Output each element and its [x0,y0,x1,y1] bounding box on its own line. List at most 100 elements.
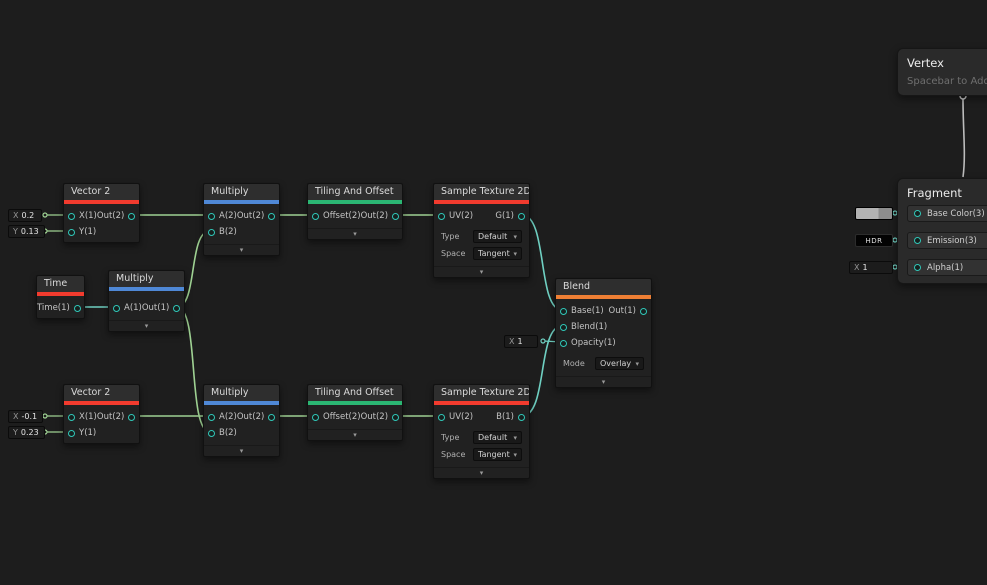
edge-vertex-to-fragment[interactable] [962,98,966,178]
node-vector2-bottom[interactable]: Vector 2 X(1) Out(2) Y(1) [63,384,140,444]
input-port[interactable] [208,413,215,421]
node-title[interactable]: Vector 2 [64,385,139,401]
type-dropdown[interactable]: Default ▾ [473,431,522,444]
port-label: Out(2) [236,412,265,422]
mode-dropdown[interactable]: Overlay ▾ [595,357,644,370]
type-dropdown[interactable]: Default ▾ [473,230,522,243]
collapse-chevron-icon[interactable]: ▾ [109,320,184,331]
node-title[interactable]: Multiply [204,385,279,401]
field-label: Y [13,428,18,437]
context-title: Vertex [907,56,944,70]
output-port[interactable] [268,212,276,220]
input-port[interactable] [438,413,445,421]
input-port[interactable] [914,237,921,244]
accent-bar [308,401,402,405]
port-row: Blend(1) [556,319,651,335]
output-port[interactable] [268,413,276,421]
node-tiling-offset-top[interactable]: Tiling And Offset Offset(2) Out(2) ▾ [307,183,403,240]
input-port[interactable] [68,228,75,236]
space-dropdown[interactable]: Tangent ▾ [473,247,522,260]
block-base-color[interactable]: Base Color(3) [907,205,987,222]
input-port[interactable] [560,307,567,315]
accent-bar [434,200,529,204]
vector-x-field[interactable]: X -0.1 [8,410,44,423]
control-row: Type Default ▾ [434,228,529,245]
output-port[interactable] [128,212,136,220]
vector-x-field[interactable]: X 0.2 [8,209,42,222]
collapse-chevron-icon[interactable]: ▾ [556,376,651,387]
port-row: Y(1) [64,425,139,441]
field-value: 1 [517,337,523,346]
output-port[interactable] [392,212,400,220]
input-port[interactable] [914,264,921,271]
base-color-swatch[interactable] [855,207,893,220]
node-multiply-bottom[interactable]: Multiply A(2) Out(2) B(2) ▾ [203,384,280,457]
port-label: A(2) [219,211,237,221]
port-label: B(1) [496,412,514,422]
field-value: 0.13 [20,227,39,236]
fragment-context[interactable]: Fragment Base Color(3) Emission(3) Alpha… [897,178,987,284]
blend-opacity-field[interactable]: X 1 [504,335,538,348]
node-title[interactable]: Sample Texture 2D [434,184,529,200]
input-port[interactable] [208,228,215,236]
node-time[interactable]: Time Time(1) [36,275,85,319]
node-title[interactable]: Sample Texture 2D [434,385,529,401]
node-title[interactable]: Blend [556,279,651,295]
input-port[interactable] [68,212,75,220]
block-emission[interactable]: Emission(3) [907,232,987,249]
input-port[interactable] [113,304,120,312]
node-title[interactable]: Multiply [109,271,184,287]
output-port[interactable] [128,413,136,421]
dropdown-arrow-icon: ▾ [513,232,517,241]
field-label: X [854,263,860,272]
node-title[interactable]: Tiling And Offset [308,184,402,200]
output-port[interactable] [173,304,181,312]
collapse-chevron-icon[interactable]: ▾ [434,467,529,478]
node-title[interactable]: Vector 2 [64,184,139,200]
output-port[interactable] [518,413,525,421]
input-port[interactable] [68,413,75,421]
vector-y-field[interactable]: Y 0.23 [8,426,45,439]
input-port[interactable] [208,429,215,437]
field-label: Y [13,227,18,236]
vector-y-field[interactable]: Y 0.13 [8,225,45,238]
output-port[interactable] [518,212,525,220]
input-port[interactable] [208,212,215,220]
output-port[interactable] [392,413,400,421]
node-tiling-offset-bottom[interactable]: Tiling And Offset Offset(2) Out(2) ▾ [307,384,403,441]
input-port[interactable] [560,323,567,331]
node-title[interactable]: Multiply [204,184,279,200]
output-port[interactable] [73,304,81,312]
block-alpha[interactable]: Alpha(1) [907,259,987,276]
emission-hdr-swatch[interactable]: HDR [855,234,893,247]
input-port[interactable] [312,212,319,220]
input-port[interactable] [68,429,75,437]
accent-bar [109,287,184,291]
node-multiply-mid[interactable]: Multiply A(1) Out(1) ▾ [108,270,185,332]
fragment-alpha-field[interactable]: X 1 [849,261,893,274]
node-blend[interactable]: Blend Base(1) Out(1) Blend(1) Opacity(1)… [555,278,652,388]
add-block-hint[interactable]: Spacebar to Add [907,76,987,87]
collapse-chevron-icon[interactable]: ▾ [434,266,529,277]
input-port[interactable] [560,339,567,347]
collapse-chevron-icon[interactable]: ▾ [308,228,402,239]
port-label: Emission(3) [927,235,977,246]
input-port[interactable] [312,413,319,421]
output-port[interactable] [640,307,647,315]
node-title[interactable]: Tiling And Offset [308,385,402,401]
collapse-chevron-icon[interactable]: ▾ [204,445,279,456]
node-sample-texture-top[interactable]: Sample Texture 2D UV(2) G(1) Type Defaul… [433,183,530,278]
space-dropdown[interactable]: Tangent ▾ [473,448,522,461]
port-label: A(2) [219,412,237,422]
node-vector2-top[interactable]: Vector 2 X(1) Out(2) Y(1) [63,183,140,243]
node-multiply-top[interactable]: Multiply A(2) Out(2) B(2) ▾ [203,183,280,256]
collapse-chevron-icon[interactable]: ▾ [204,244,279,255]
node-sample-texture-bottom[interactable]: Sample Texture 2D UV(2) B(1) Type Defaul… [433,384,530,479]
node-title[interactable]: Time [37,276,84,292]
input-port[interactable] [914,210,921,217]
vertex-context[interactable]: Vertex Spacebar to Add [897,48,987,96]
dropdown-value: Default [478,232,508,241]
input-port[interactable] [438,212,445,220]
collapse-chevron-icon[interactable]: ▾ [308,429,402,440]
